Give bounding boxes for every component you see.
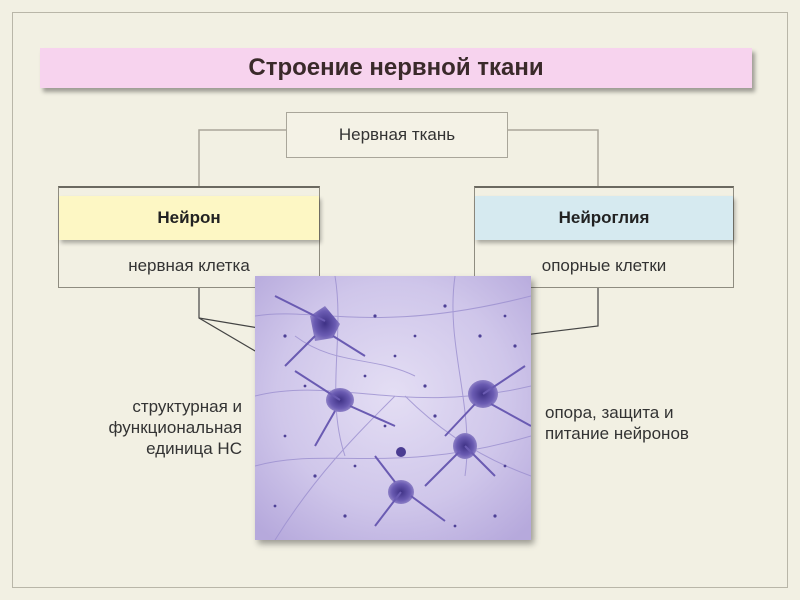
slide-frame (12, 12, 788, 588)
glia-note-line: опора, защита и (545, 403, 674, 422)
root-node: Нервная ткань (286, 112, 508, 158)
nerve-tissue-micrograph (255, 276, 531, 540)
glia-heading: Нейроглия (475, 196, 733, 240)
glial-nuclei (273, 304, 517, 528)
neuron-note-line: единица НС (146, 439, 242, 458)
glia-description: опора, защита и питание нейронов (545, 402, 745, 444)
neuron-note-line: функциональная (108, 418, 242, 437)
glia-subtitle: опорные клетки (541, 256, 667, 275)
neuron-subtitle: нервная клетка (128, 256, 250, 275)
connector-root-neuron (198, 129, 286, 186)
glia-group: Нейроглия опорные клетки (474, 186, 734, 288)
neuron-group: Нейрон нервная клетка (58, 186, 320, 288)
slide-title: Строение нервной ткани (248, 54, 544, 81)
neuron-note-line: структурная и (132, 397, 242, 416)
connector-root-glia (508, 129, 599, 186)
neuron-description: структурная и функциональная единица НС (62, 396, 242, 459)
title-band: Строение нервной ткани (40, 48, 752, 88)
root-label: Нервная ткань (338, 125, 456, 144)
neuron-cells (274, 295, 531, 527)
glia-note-line: питание нейронов (545, 424, 689, 443)
neuron-heading: Нейрон (59, 196, 319, 240)
